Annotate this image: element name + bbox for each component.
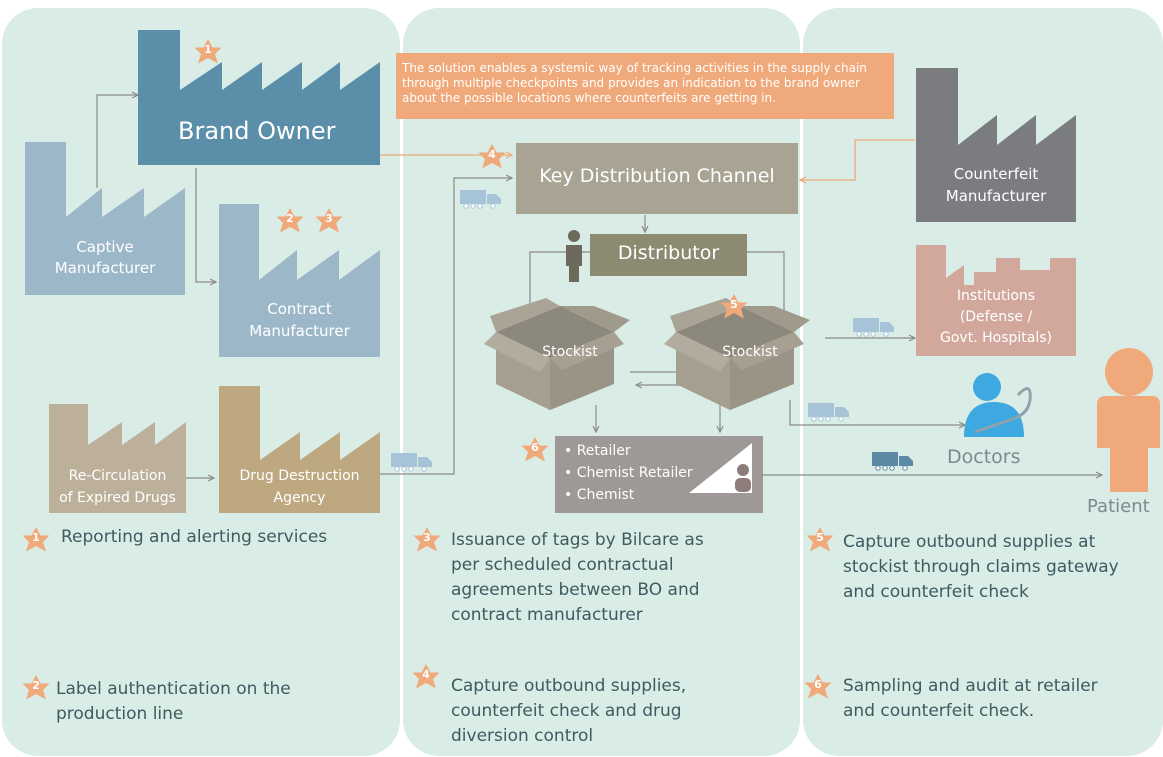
institutions-factory (916, 245, 1076, 356)
distributor-box (590, 234, 747, 276)
institutions-label-line2: (Defense / (959, 309, 1033, 325)
institutions-label-line3: Govt. Hospitals) (940, 330, 1052, 346)
recirculation-label-line2: of Expired Drugs (59, 490, 176, 506)
legend-text-2: Label authentication on the production l… (56, 679, 291, 724)
doctors-label: Doctors (947, 446, 1021, 468)
counterfeit-factory (916, 68, 1076, 222)
legend-text-3: Issuance of tags by Bilcare as per sched… (451, 530, 704, 625)
star-number-1: 1 (204, 43, 212, 56)
retail-item-retailer: • Retailer (564, 443, 631, 459)
captive-label-line1: Captive (76, 238, 134, 256)
star-number-2: 2 (286, 212, 294, 225)
brand-owner-label: Brand Owner (178, 117, 336, 145)
recirculation-label-line1: Re-Circulation (68, 468, 167, 484)
retail-item-chemist-retailer: • Chemist Retailer (564, 465, 693, 481)
recirculation-factory (49, 404, 186, 513)
key-channel-label: Key Distribution Channel (539, 165, 775, 187)
star-number-3: 3 (325, 212, 333, 225)
legend-text-1: Reporting and alerting services (61, 527, 328, 547)
brand-owner-factory (138, 30, 380, 165)
institutions-label-line1: Institutions (956, 288, 1036, 304)
counterfeit-label-line1: Counterfeit (953, 165, 1039, 183)
distributor-label: Distributor (617, 242, 720, 264)
retailer-person-icon (735, 464, 751, 492)
captive-to-brand-line (96, 95, 138, 188)
contract-factory (219, 204, 380, 357)
star-number-6: 6 (531, 441, 539, 454)
truck-icon-patient (871, 451, 914, 471)
truck-icon-doctors (807, 402, 850, 422)
legend-number-5: 5 (816, 531, 824, 544)
destruction-label-line2: Agency (273, 490, 326, 506)
doctor-icon (964, 373, 1032, 437)
stockist-2-label: Stockist (722, 344, 778, 360)
legend-text-4: Capture outbound supplies, counterfeit c… (451, 676, 687, 746)
contract-label-line2: Manufacturer (249, 322, 350, 340)
counterfeit-label-line2: Manufacturer (945, 187, 1047, 205)
distributor-person-icon (566, 230, 582, 282)
legend-number-6: 6 (814, 678, 822, 691)
star-number-5: 5 (730, 298, 738, 311)
brand-to-contract-line (195, 168, 216, 282)
key-channel-box (516, 143, 798, 214)
summary-note: The solution enables a systemic way of t… (396, 53, 894, 119)
legend-number-3: 3 (423, 531, 431, 544)
contract-label-line1: Contract (267, 300, 332, 318)
legend-text-6: Sampling and audit at retailer and count… (843, 676, 1098, 721)
patient-label: Patient (1087, 496, 1150, 517)
counterfeit-to-channel-line (800, 139, 915, 180)
destruction-label-line1: Drug Destruction (239, 468, 360, 484)
truck-icon-destruction (390, 452, 433, 472)
legend-text-5: Capture outbound supplies at stockist th… (843, 532, 1119, 602)
retail-item-chemist: • Chemist (564, 487, 635, 503)
legend-number-2: 2 (32, 679, 40, 692)
stockist-1-label: Stockist (542, 344, 598, 360)
star-number-4: 4 (488, 148, 496, 161)
patient-icon (1097, 348, 1160, 492)
stockist-to-doctors-line (789, 400, 965, 425)
captive-factory (25, 142, 185, 295)
truck-icon-channel (459, 189, 502, 209)
destruction-factory (219, 386, 380, 513)
captive-label-line2: Manufacturer (54, 259, 156, 277)
distributor-to-stockist2-line (747, 251, 784, 328)
destruction-to-channel-line (380, 178, 512, 475)
legend-number-1: 1 (32, 531, 40, 544)
legend-number-4: 4 (422, 668, 430, 681)
truck-icon-institutions (852, 317, 895, 337)
